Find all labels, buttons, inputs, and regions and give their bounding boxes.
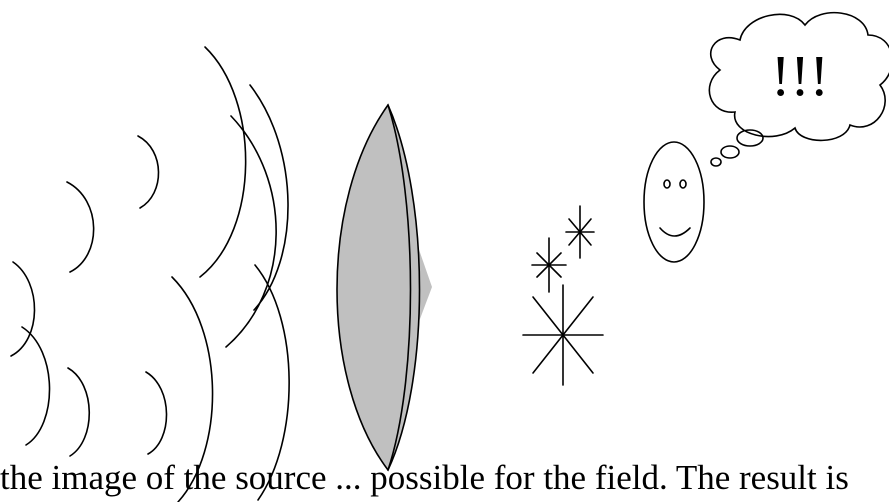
wave-arc [11, 262, 35, 356]
wave-arc [146, 372, 167, 454]
wavefront-arcs [11, 47, 289, 502]
thought-text: !!! [760, 44, 840, 108]
smiley-face [644, 142, 704, 262]
spark-star-middle [532, 238, 566, 292]
spark-stars [523, 206, 603, 385]
smiley-mouth [660, 228, 690, 236]
wave-arc [67, 182, 94, 272]
spark-star-top [566, 206, 594, 258]
caption-text: the image of the source ... possible for… [0, 456, 889, 502]
wave-arc [250, 85, 288, 310]
wave-arc [68, 368, 89, 456]
wave-arc [138, 136, 159, 208]
smiley-eye-right [680, 180, 686, 188]
spark-star-bottom [523, 285, 603, 385]
wave-arc [22, 327, 50, 445]
lens [337, 105, 420, 470]
smiley-eye-left [664, 180, 670, 188]
wave-arc [200, 47, 246, 277]
